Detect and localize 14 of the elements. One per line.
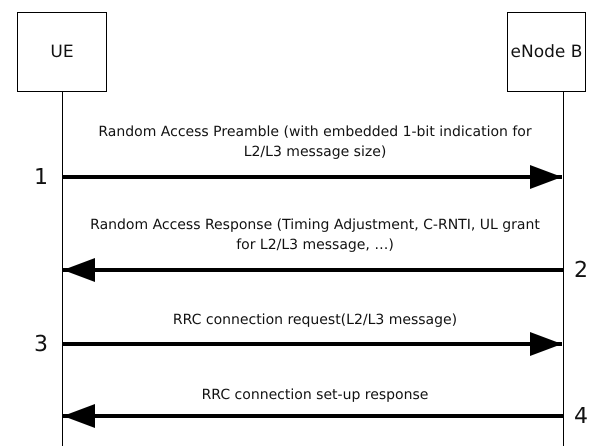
message-arrow <box>62 165 562 189</box>
message-arrow <box>63 258 563 282</box>
message-arrow <box>63 404 563 428</box>
message-arrow <box>62 332 562 356</box>
participant-box: eNode B <box>507 12 586 92</box>
message-label: RRC connection set-up response <box>200 386 430 405</box>
message-label: Random Access Preamble (with embedded 1-bit indication for L2/L3 message size) <box>97 123 533 162</box>
message-label: RRC connection request(L2/L3 message) <box>172 311 458 330</box>
step-number: 4 <box>574 404 588 429</box>
step-number: 2 <box>574 258 588 283</box>
step-number: 1 <box>34 165 48 190</box>
message-label: Random Access Response (Timing Adjustment, C-RNTI, UL grant for L2/L3 message, …) <box>89 216 541 255</box>
step-number: 3 <box>34 332 48 357</box>
participant-box: UE <box>17 12 107 92</box>
